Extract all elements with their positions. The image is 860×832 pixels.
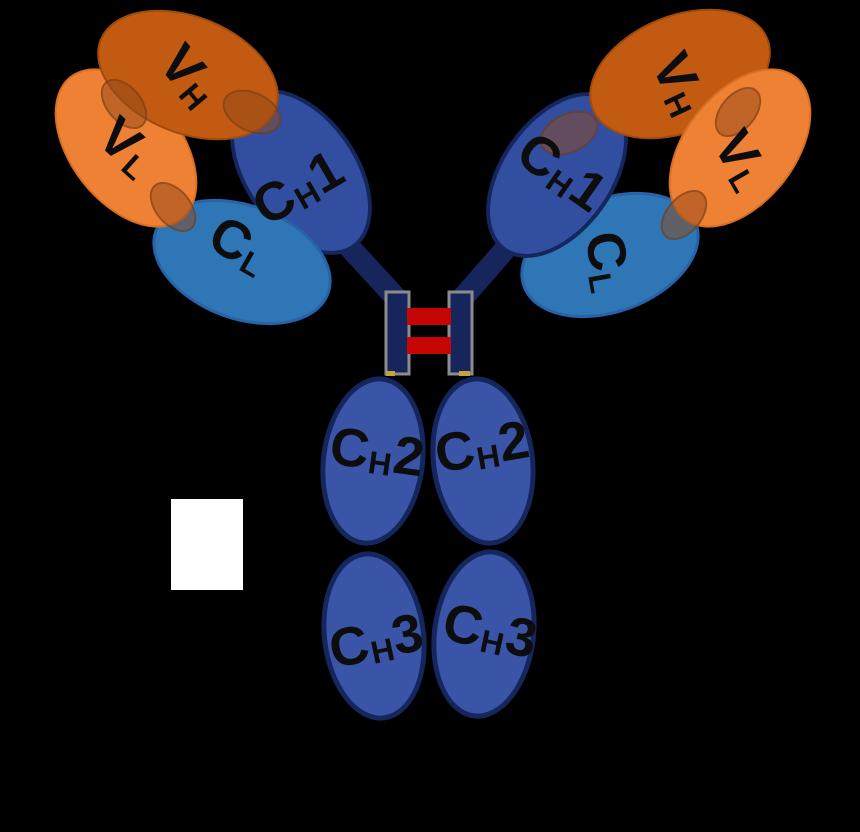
hinge-bar-left <box>384 290 411 376</box>
disulfide-bond-top <box>407 308 451 325</box>
yellow-artifact-right <box>459 371 470 376</box>
disulfide-bond-bottom <box>407 337 451 354</box>
hinge-bar-right <box>447 290 474 376</box>
white-patch-artifact <box>171 499 243 590</box>
yellow-artifact-left <box>386 371 395 376</box>
